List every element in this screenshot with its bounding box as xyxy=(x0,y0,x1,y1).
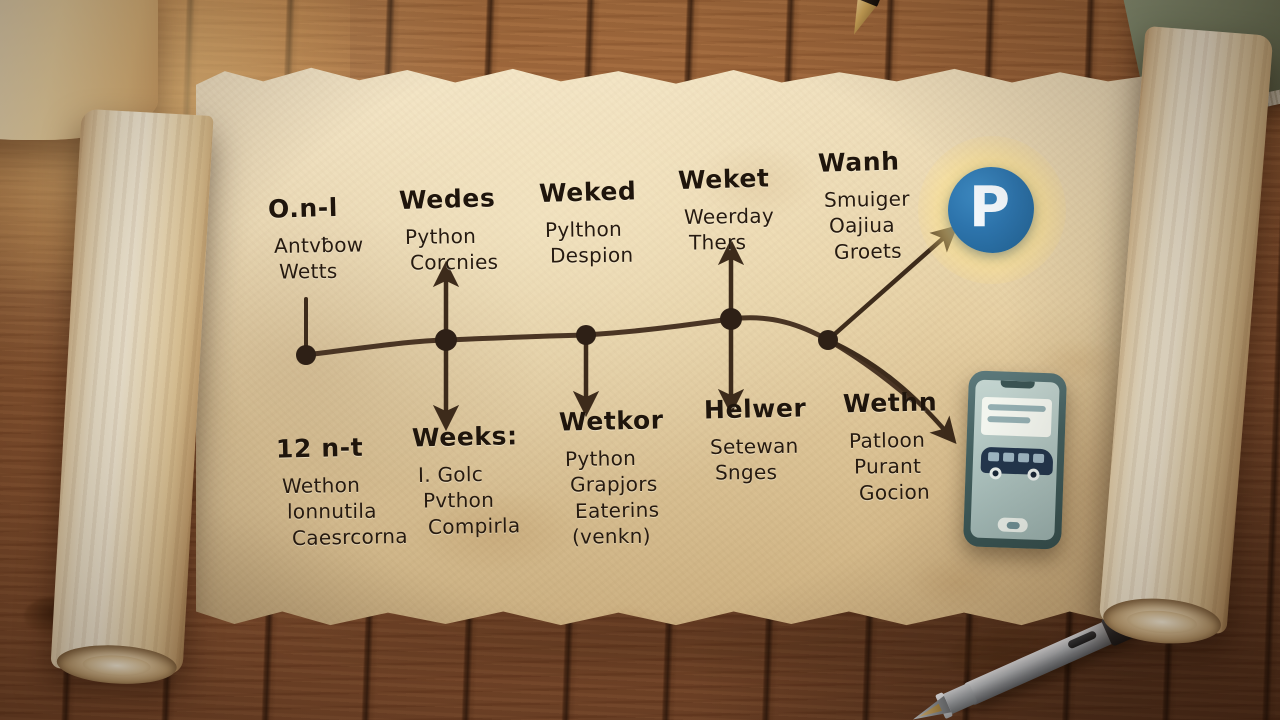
bus-window xyxy=(987,452,1000,462)
bus-wheel xyxy=(989,467,1002,480)
bus-wheel xyxy=(1027,468,1040,481)
node-2-bottom-heading: Weeks: xyxy=(411,421,518,453)
node-3-top-line: Pylthon xyxy=(544,216,623,242)
scroll-core xyxy=(1126,608,1198,636)
bus-icon xyxy=(980,446,1054,485)
node-3-top-heading: Weked xyxy=(538,176,637,209)
node-4-bottom-label: Helwer Setewan Snges xyxy=(704,393,844,485)
node-3-bottom-heading: Wetkor xyxy=(558,405,664,437)
node-5-bottom-line: Patloon xyxy=(848,427,926,453)
timeline-node-dot[interactable] xyxy=(296,345,316,365)
timeline-node-dot[interactable] xyxy=(435,329,457,351)
node-1-bottom-label: 12 n-t Wethon lonnutila Caesrcorna xyxy=(276,432,426,550)
text-line xyxy=(987,404,1046,413)
node-4-bottom-line: Snges xyxy=(714,459,778,485)
timeline-axis xyxy=(303,315,915,403)
node-1-bottom-line: Wethon xyxy=(281,472,361,498)
node-2-bottom-label: Weeks: I. Golc Pvthon Compirla xyxy=(411,421,552,538)
node-3-top-label: Weked Pylthon Despion xyxy=(539,176,684,268)
node-3-bottom-line: Grapjors xyxy=(569,471,658,497)
smartphone-mockup[interactable] xyxy=(962,370,1068,550)
node-1-top-heading: O.n-l xyxy=(267,192,339,224)
node-1-top-line: Antvƀow xyxy=(273,232,364,258)
node-2-top-line: Python xyxy=(404,223,477,249)
bus-window xyxy=(1002,452,1015,462)
node-5-bottom-heading: Wethn xyxy=(842,387,938,419)
node-2-top-label: Wedes Python Corcnies xyxy=(399,183,539,275)
node-3-bottom-line: Eaterins xyxy=(574,497,660,523)
node-2-bottom-line: I. Golc xyxy=(417,461,484,487)
connector-node-5-to-phone xyxy=(825,337,957,444)
node-4-top-line: Thers xyxy=(688,229,747,255)
scroll-core xyxy=(82,653,152,678)
timeline-node-dot[interactable] xyxy=(720,308,742,330)
text-line xyxy=(987,416,1031,424)
python-badge-letter: P xyxy=(968,175,1011,240)
node-5-bottom-label: Wethn Patloon Purant Gocion xyxy=(843,387,973,505)
node-1-top-line: Wetts xyxy=(278,258,338,283)
node-4-bottom-line: Setewan xyxy=(709,433,799,459)
node-4-top-label: Weket Weerday Thers xyxy=(678,163,818,255)
node-2-bottom-line: Compirla xyxy=(427,512,521,539)
timeline-node-dot[interactable] xyxy=(818,330,838,350)
phone-home-button[interactable] xyxy=(997,517,1028,533)
timeline-diagram xyxy=(196,62,1156,632)
node-4-top-heading: Weket xyxy=(677,163,770,195)
phone-notch xyxy=(1000,380,1035,389)
node-4-bottom-heading: Helwer xyxy=(703,393,807,425)
node-3-bottom-line: (venkn) xyxy=(571,523,651,549)
phone-text-card xyxy=(980,396,1053,438)
bus-window xyxy=(1017,453,1030,463)
connector-node-5-to-badge xyxy=(825,225,958,343)
node-1-bottom-heading: 12 n-t xyxy=(275,432,364,464)
timeline-node-dot[interactable] xyxy=(576,325,596,345)
node-2-top-line: Corcnies xyxy=(409,249,499,275)
phone-screen xyxy=(970,379,1060,541)
node-4-top-line: Weerday xyxy=(683,203,775,229)
node-2-bottom-line: Pvthon xyxy=(422,487,495,513)
bus-window xyxy=(1032,453,1045,464)
node-3-bottom-label: Wetkor Python Grapjors Eaterins (venkn) xyxy=(559,405,709,549)
python-p-badge[interactable]: P xyxy=(948,167,1034,253)
node-3-bottom-line: Python xyxy=(564,445,637,471)
node-3-top-line: Despion xyxy=(549,242,634,268)
node-1-top-label: O.n-l Antvƀow Wetts xyxy=(268,192,398,284)
timeline-svg xyxy=(296,225,958,444)
node-2-top-heading: Wedes xyxy=(398,183,496,215)
